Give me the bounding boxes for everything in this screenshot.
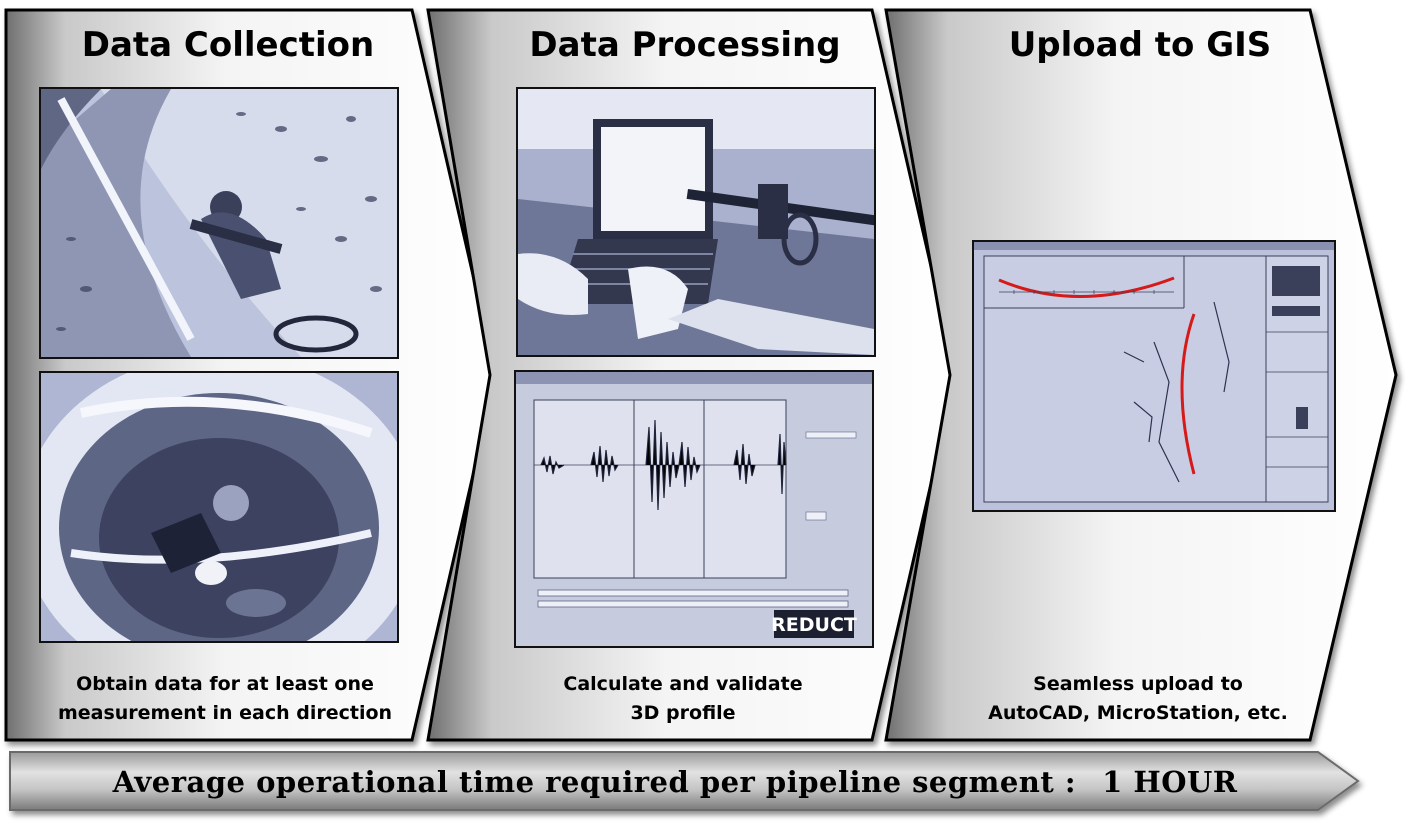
caption-line: Obtain data for at least one xyxy=(76,673,374,695)
caption-line: 3D profile xyxy=(630,702,736,724)
gis-cad-screenshot xyxy=(972,240,1336,512)
step-title-data-collection: Data Collection xyxy=(81,25,375,65)
caption-data-collection: Obtain data for at least one measurement… xyxy=(30,670,420,728)
manhole-photo xyxy=(39,371,399,643)
caption-line: Seamless upload to xyxy=(1033,673,1243,695)
caption-line: Calculate and validate xyxy=(563,673,803,695)
caption-data-processing: Calculate and validate 3D profile xyxy=(488,670,878,728)
caption-line: measurement in each direction xyxy=(57,702,393,724)
step-title-upload-to-gis: Upload to GIS xyxy=(1008,25,1272,65)
laptop-photo xyxy=(516,87,876,357)
step-title-data-processing: Data Processing xyxy=(529,25,841,65)
trench-photo xyxy=(39,87,399,359)
caption-line: AutoCAD, MicroStation, etc. xyxy=(988,702,1288,724)
banner-value: 1 HOUR xyxy=(1102,765,1238,799)
banner-label: Average operational time required per pi… xyxy=(112,765,1077,799)
processing-software-screenshot: REDUCT xyxy=(514,370,874,648)
pipeline-route-red xyxy=(1180,313,1196,475)
operational-time-banner: Average operational time required per pi… xyxy=(0,762,1350,802)
caption-upload-to-gis: Seamless upload to AutoCAD, MicroStation… xyxy=(943,670,1333,728)
reduct-logo: REDUCT xyxy=(771,614,857,636)
profile-curve-red xyxy=(998,276,1175,298)
banner-arrow xyxy=(9,751,1360,811)
